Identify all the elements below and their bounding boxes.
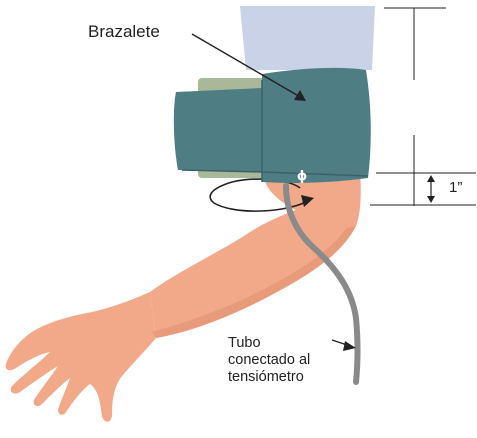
hand bbox=[6, 292, 156, 422]
tube-label: Tubo conectado al tensiómetro bbox=[228, 335, 310, 386]
tube-leader-arrowhead bbox=[343, 341, 356, 351]
one-inch-arrow-up bbox=[427, 175, 435, 182]
tube-label-line: Tubo bbox=[228, 335, 310, 352]
distance-label: 1” bbox=[449, 179, 462, 196]
artery-marker: ϕ bbox=[297, 169, 307, 184]
one-inch-arrow-down bbox=[427, 196, 435, 203]
cuff-main bbox=[262, 68, 371, 183]
tube-label-line: conectado al bbox=[228, 352, 310, 369]
shirt-sleeve bbox=[240, 6, 375, 70]
cuff-label: Brazalete bbox=[88, 22, 160, 42]
tube-label-line: tensiómetro bbox=[228, 369, 310, 386]
cuff-left-flap bbox=[174, 88, 262, 172]
